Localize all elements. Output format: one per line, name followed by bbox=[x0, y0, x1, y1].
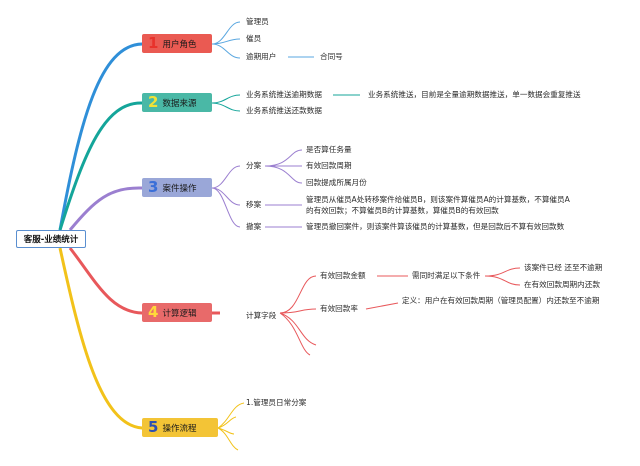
branch-4-node[interactable]: 4 计算逻辑 bbox=[142, 303, 212, 322]
branch-1-curve bbox=[58, 42, 212, 231]
b4-m2-line bbox=[365, 302, 399, 310]
b4-metric-rate: 有效回款率 bbox=[320, 304, 358, 313]
branch-4-number: 4 bbox=[148, 303, 159, 321]
b3-withdraw-item: 管理员撤回案件，则该案件算该催员的计算基数，但是回款后不算有效回款数 bbox=[306, 222, 565, 231]
b3-connectors bbox=[211, 165, 241, 228]
b5-connectors bbox=[217, 402, 245, 451]
b4-connectors bbox=[279, 275, 317, 314]
branch-3-node[interactable]: 3 案件操作 bbox=[142, 178, 212, 197]
b1-item-admin: 管理员 bbox=[246, 17, 269, 26]
b4-metric-rate-def: 定义：用户在有效回款周期（管理员配置）内还款至不逾期 bbox=[402, 296, 600, 305]
branch-1-node[interactable]: 1 用户角色 bbox=[142, 34, 212, 53]
b1-detail-contract: 合同号 bbox=[320, 52, 343, 61]
b4-metric-amount-cond: 需同时满足以下条件 bbox=[412, 271, 481, 280]
b3-sub-connectors bbox=[264, 149, 303, 228]
b1-item-collector: 催员 bbox=[246, 34, 262, 43]
branch-2-label: 数据来源 bbox=[162, 98, 197, 109]
branch-4-label: 计算逻辑 bbox=[162, 308, 197, 319]
branch-5-node[interactable]: 5 操作流程 bbox=[142, 418, 218, 437]
branch-5-label: 操作流程 bbox=[162, 423, 197, 434]
b3-transfer-line-2: 的有效回款；不算催员B的计算基数，算催员B的有效回款 bbox=[306, 206, 499, 215]
b2-item-overdue-push: 业务系统推送逾期数据 bbox=[246, 90, 322, 99]
b4-tail-curves bbox=[279, 312, 317, 356]
branch-3-label: 案件操作 bbox=[162, 183, 197, 194]
branch-3-number: 3 bbox=[148, 178, 159, 196]
b2-connectors bbox=[211, 94, 241, 112]
branch-2-curve bbox=[58, 101, 212, 231]
branch-5-number: 5 bbox=[148, 418, 159, 436]
branch-4-curve bbox=[68, 247, 220, 315]
b4-calc-field: 计算字段 bbox=[246, 311, 277, 320]
b1-connectors bbox=[211, 21, 241, 59]
root-node[interactable]: 客服-业绩统计 bbox=[16, 230, 86, 248]
b2-item-repay-push: 业务系统推送还款数据 bbox=[246, 106, 322, 115]
b3-assign-item-1: 是否算任务量 bbox=[306, 145, 352, 154]
b4-m1-sub bbox=[484, 267, 521, 286]
b1-item-overdue-user: 逾期用户 bbox=[246, 52, 277, 61]
b3-sub-transfer: 移案 bbox=[246, 200, 262, 209]
branch-2-node[interactable]: 2 数据来源 bbox=[142, 93, 212, 112]
b3-transfer-line-1: 管理员从催员A处转移案件给催员B，则该案件算催员A的计算基数，不算催员A bbox=[306, 195, 570, 204]
b5-item-daily-assign: 1.管理员日常分案 bbox=[246, 398, 307, 407]
branch-2-number: 2 bbox=[148, 93, 159, 111]
b3-assign-item-2: 有效回款周期 bbox=[306, 161, 352, 170]
b4-cond-item-2: 在有效回款周期内还款 bbox=[524, 280, 600, 289]
b3-assign-item-3: 回款提成所属月份 bbox=[306, 178, 367, 187]
b2-detail-push: 业务系统推送，目前是全量逾期数据推送，单一数据会重复推送 bbox=[368, 90, 581, 99]
b4-metric-amount: 有效回款金额 bbox=[320, 271, 366, 280]
branch-3-curve bbox=[68, 186, 212, 231]
b3-sub-withdraw: 撤案 bbox=[246, 222, 262, 231]
branch-5-curve bbox=[58, 247, 218, 430]
branch-1-number: 1 bbox=[148, 34, 159, 52]
branch-1-label: 用户角色 bbox=[162, 39, 197, 50]
b3-sub-assign: 分案 bbox=[246, 161, 262, 170]
b4-cond-item-1: 该案件已经 还至不逾期 bbox=[524, 263, 603, 272]
